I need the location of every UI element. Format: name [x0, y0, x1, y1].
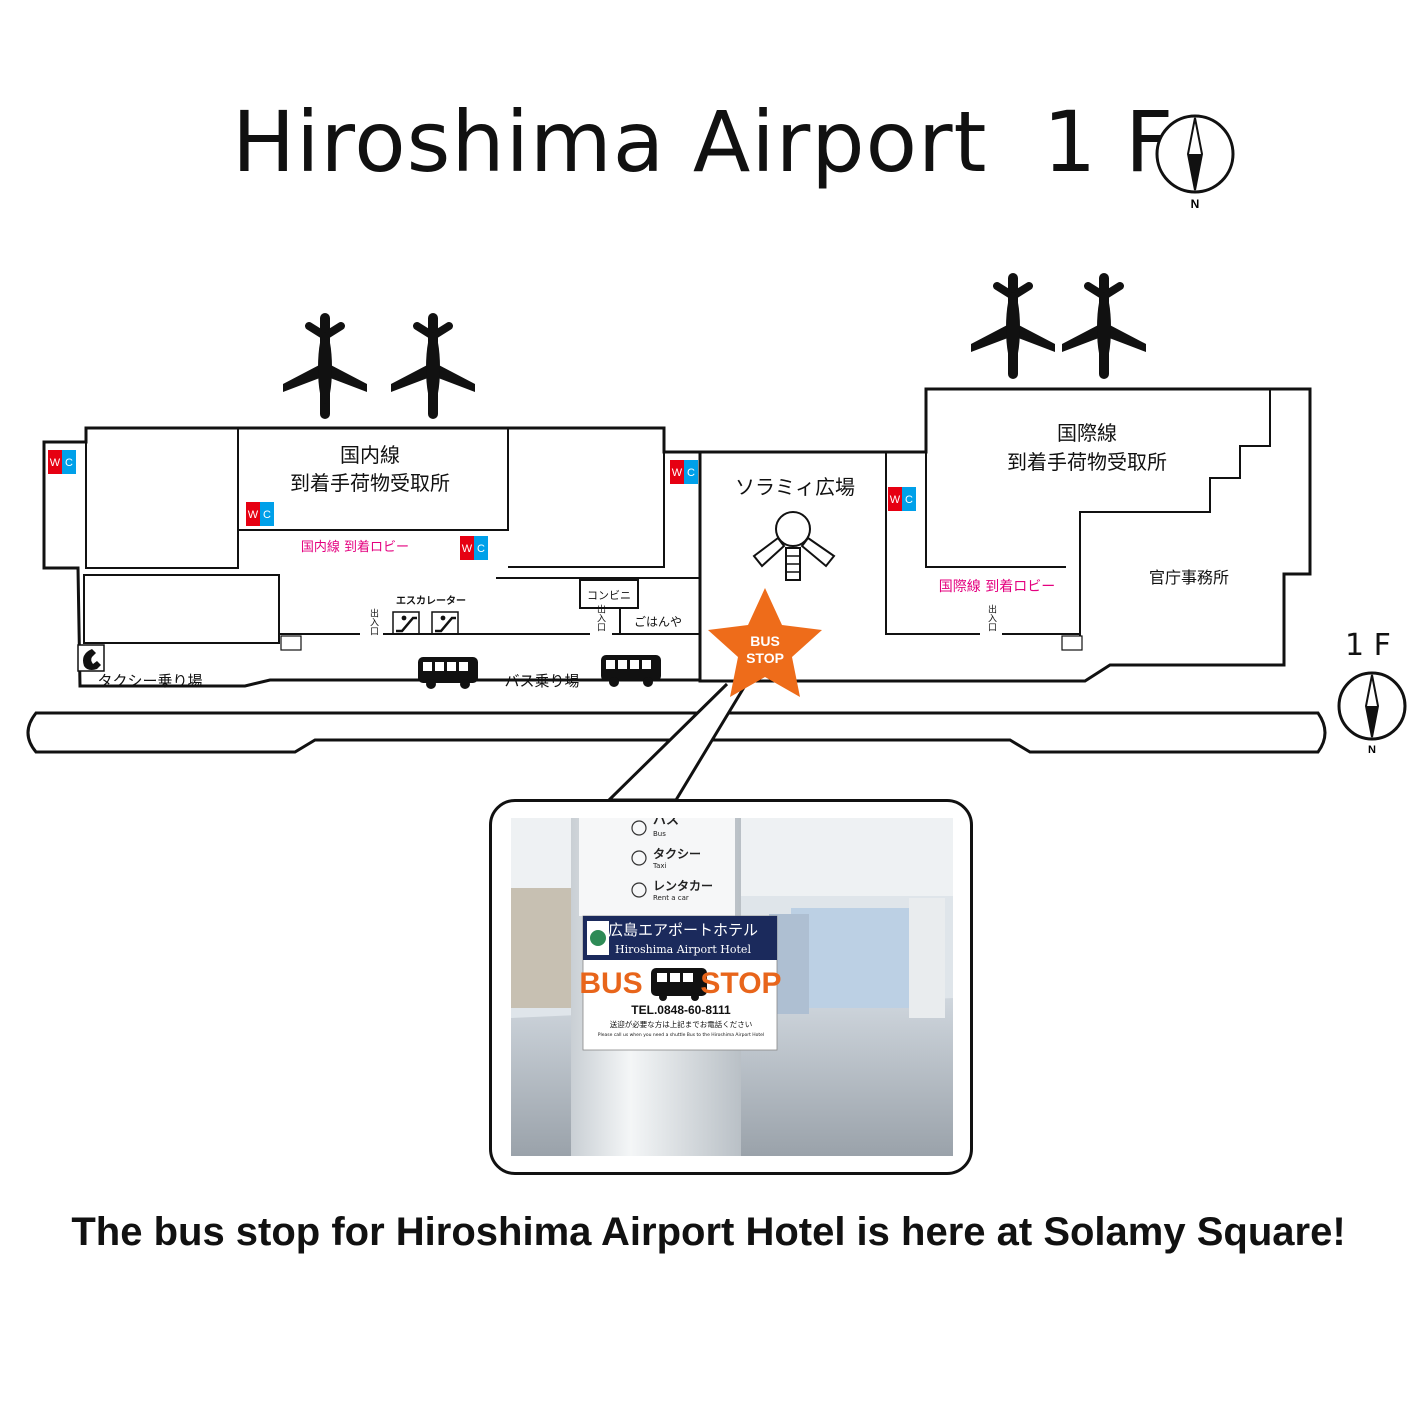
sign-bus: バス — [653, 818, 679, 828]
compass-north-label: N — [1191, 197, 1200, 211]
airplane-icon — [971, 278, 1055, 374]
poster-tel: TEL.0848-60-8111 — [631, 1003, 731, 1017]
svg-text:C: C — [905, 494, 913, 506]
svg-text:C: C — [263, 509, 271, 521]
taxi-stand-label: タクシー乗り場 — [97, 672, 202, 690]
sign-taxi-en: Taxi — [652, 862, 667, 870]
bus-stop-star-label-1: BUS — [750, 633, 780, 649]
svg-text:W: W — [462, 543, 473, 555]
poster-note-en: Please call us when you need a shuttle B… — [598, 1032, 764, 1038]
domestic-lobby-label: 国内線 到着ロビー — [301, 539, 409, 555]
sign-rentacar: レンタカー — [653, 879, 713, 893]
svg-text:C: C — [65, 457, 73, 469]
solamy-square-sculpture-icon — [752, 511, 836, 581]
bus-stop-star-marker: BUS STOP — [708, 588, 822, 697]
domestic-baggage-label-1: 国内線 — [340, 443, 400, 467]
poster-title-jp: 広島エアポートホテル — [608, 921, 758, 939]
svg-text:W: W — [50, 457, 61, 469]
poster-stop: STOP — [700, 967, 781, 1000]
sign-taxi: タクシー — [653, 847, 701, 861]
poster-title-en: Hiroshima Airport Hotel — [615, 943, 751, 956]
airplane-icon — [391, 318, 475, 414]
sign-rentacar-en: Rent a car — [653, 894, 689, 902]
convenience-store-label: コンビニ — [587, 589, 631, 602]
svg-text:C: C — [687, 467, 695, 479]
slope-icon — [1061, 635, 1083, 651]
entrance-label: 出入口 — [368, 607, 379, 635]
solamy-square-label: ソラミィ広場 — [735, 475, 855, 499]
svg-text:W: W — [248, 509, 259, 521]
compass-north-label: N — [1368, 744, 1376, 756]
escalator-icon — [391, 610, 421, 636]
phone-icon — [77, 644, 105, 672]
entrance-labels: 出入口 出入口 出入口 — [368, 603, 997, 635]
callout-pointer — [605, 682, 748, 802]
caption: The bus stop for Hiroshima Airport Hotel… — [71, 1210, 1346, 1254]
slope-icon — [280, 635, 302, 651]
bus-stop-photo: バス Bus タクシー Taxi レンタカー Rent a car 広島エアポー… — [511, 818, 953, 1156]
svg-text:W: W — [672, 467, 683, 479]
airplane-icon — [283, 318, 367, 414]
escalator-label: エスカレーター — [396, 595, 466, 607]
airplane-icon — [1062, 278, 1146, 374]
page-title: Hiroshima Airport 1 F — [232, 93, 1175, 191]
entrance-label: 出入口 — [595, 603, 606, 631]
photo-scene: バス Bus タクシー Taxi レンタカー Rent a car 広島エアポー… — [511, 818, 953, 1156]
svg-text:W: W — [890, 494, 901, 506]
bus-icon — [601, 655, 661, 687]
international-lobby-label: 国際線 到着ロビー — [939, 579, 1055, 595]
compass-icon: N — [1155, 114, 1235, 211]
floor-label: 1 F — [1345, 628, 1391, 663]
bus-stop-star-label-2: STOP — [746, 650, 784, 666]
domestic-baggage-label-2: 到着手荷物受取所 — [290, 471, 450, 495]
entrance-label: 出入口 — [986, 603, 997, 631]
compass-icon: N — [1337, 671, 1407, 756]
restaurant-label: ごはんや — [634, 614, 682, 629]
bus-stop-photo-callout: バス Bus タクシー Taxi レンタカー Rent a car 広島エアポー… — [489, 799, 973, 1175]
sign-bus-en: Bus — [653, 830, 666, 838]
bus-icon — [418, 657, 478, 689]
hotel-bus-stop-poster: 広島エアポートホテル Hiroshima Airport Hotel BUS S… — [579, 915, 782, 1051]
bus-stand-label: バス乗り場 — [504, 672, 579, 690]
escalator-icon — [430, 610, 460, 636]
poster-note-jp: 送迎が必要な方は上記までお電話ください — [610, 1019, 753, 1029]
government-office-label: 官庁事務所 — [1149, 568, 1229, 587]
international-baggage-label-2: 到着手荷物受取所 — [1007, 450, 1167, 474]
poster-bus: BUS — [579, 967, 642, 1000]
svg-text:C: C — [477, 543, 485, 555]
international-baggage-label-1: 国際線 — [1057, 421, 1117, 445]
